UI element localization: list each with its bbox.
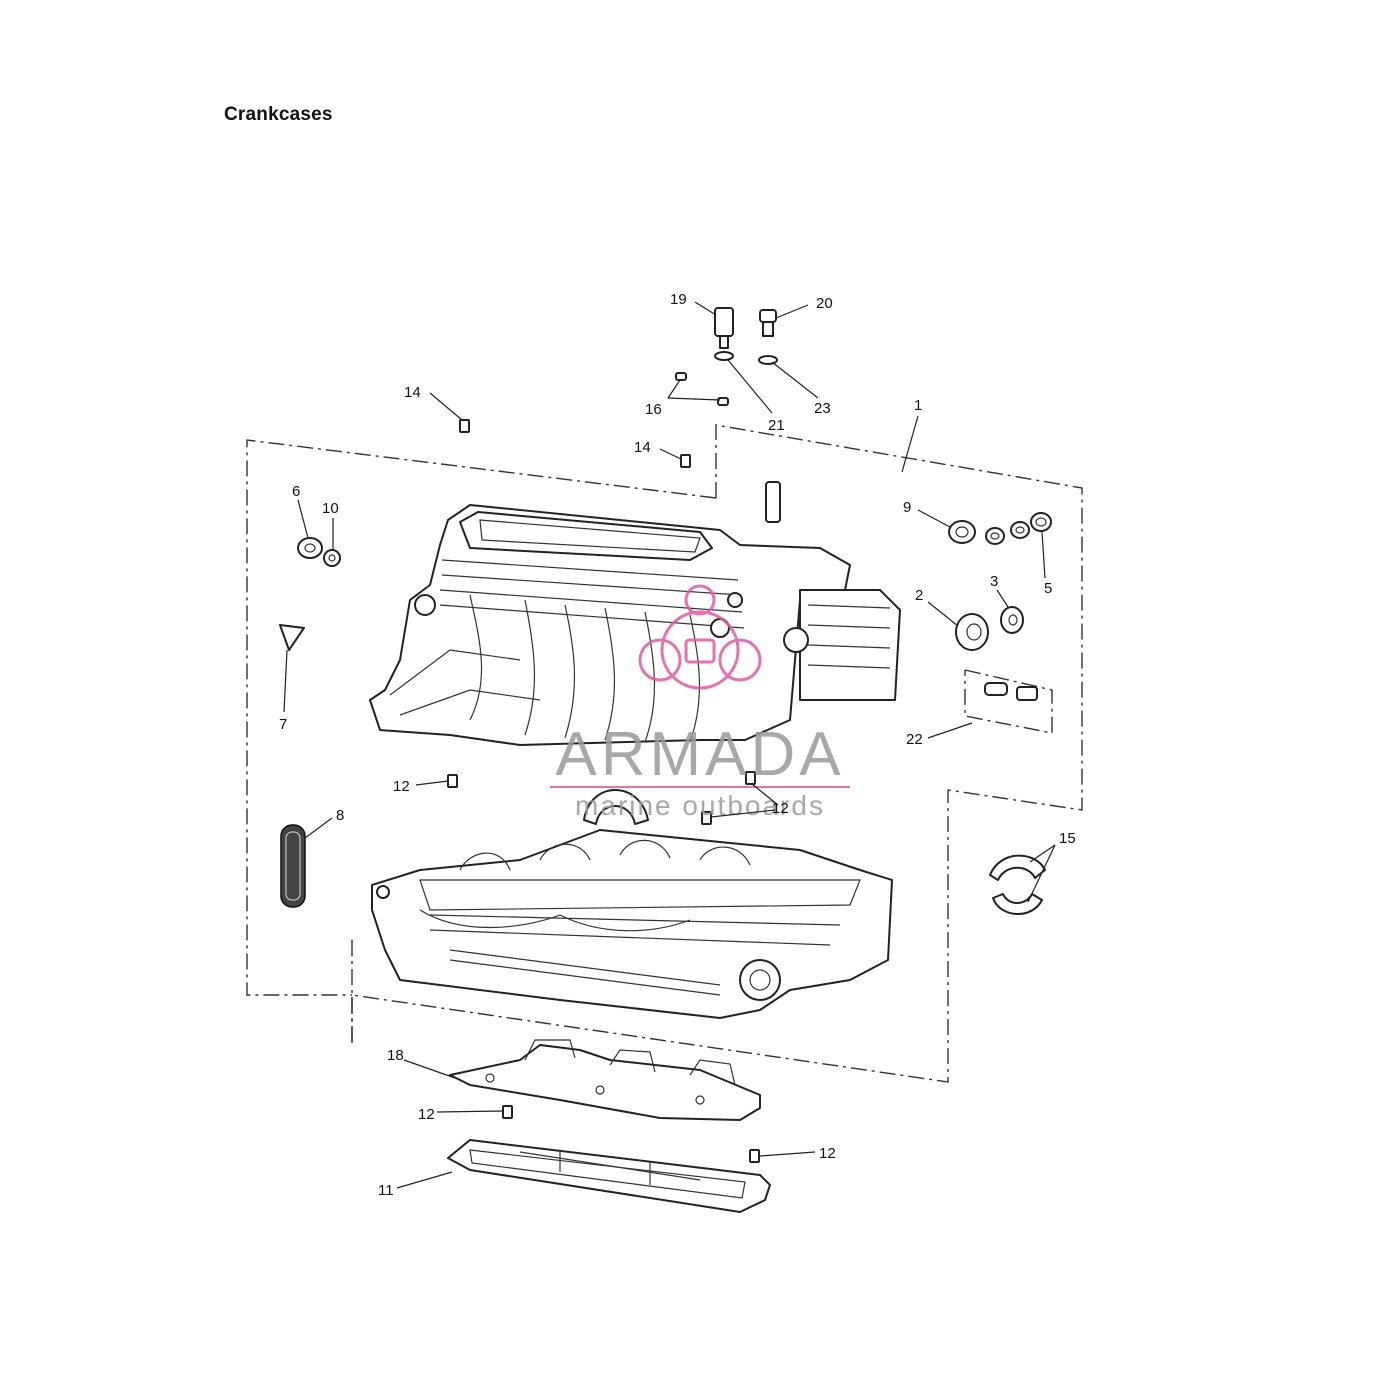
callout-15: 15 bbox=[1059, 830, 1076, 847]
part-12-dowel-c bbox=[701, 811, 712, 825]
callout-3: 3 bbox=[990, 573, 998, 590]
sleeve-tube bbox=[765, 481, 781, 523]
part-22-valve-kit bbox=[964, 669, 1053, 734]
part-9-bearing-set bbox=[948, 520, 1030, 545]
callout-18: 18 bbox=[387, 1047, 404, 1064]
callout-9: 9 bbox=[903, 499, 911, 516]
main-bearing-shell bbox=[583, 789, 649, 825]
part-6-plug bbox=[297, 537, 323, 559]
callout-22: 22 bbox=[906, 731, 923, 748]
callout-6: 6 bbox=[292, 483, 300, 500]
lower-crankcase bbox=[371, 829, 893, 1019]
baffle-plate bbox=[449, 1039, 761, 1121]
part-20-plug bbox=[759, 309, 777, 337]
callout-12-center: 12 bbox=[772, 800, 789, 817]
callout-numbers: 19 20 14 16 21 23 1 14 6 10 9 3 5 2 7 22… bbox=[279, 291, 1076, 1199]
callout-20: 20 bbox=[816, 295, 833, 312]
upper-crankcase bbox=[369, 504, 901, 746]
part-12-dowel-e bbox=[749, 1149, 760, 1163]
part-5-ring bbox=[1030, 512, 1052, 532]
page-title: Crankcases bbox=[224, 104, 333, 125]
part-23-washer bbox=[758, 355, 778, 365]
callout-12-lower-left: 12 bbox=[418, 1106, 435, 1123]
brand-watermark: ARMADA marine outboards bbox=[550, 584, 850, 821]
callout-7: 7 bbox=[279, 716, 287, 733]
part-7-cap bbox=[279, 624, 305, 651]
watermark-tagline: marine outboards bbox=[575, 790, 825, 821]
callout-12-left: 12 bbox=[393, 778, 410, 795]
assembly-boundary-upper bbox=[351, 424, 1083, 1083]
callout-1: 1 bbox=[914, 397, 922, 414]
part-19-sensor bbox=[714, 307, 734, 349]
part-12-dowel-b bbox=[745, 771, 756, 785]
callout-21: 21 bbox=[768, 417, 785, 434]
callout-10: 10 bbox=[322, 500, 339, 517]
part-12-dowel-a bbox=[447, 774, 458, 788]
callout-19: 19 bbox=[670, 291, 687, 308]
part-14-dowel-b bbox=[680, 454, 691, 468]
callout-12-lower-right: 12 bbox=[819, 1145, 836, 1162]
sump-plate bbox=[447, 1139, 771, 1213]
part-21-washer bbox=[714, 351, 734, 361]
part-16-dowel-a bbox=[675, 372, 687, 381]
watermark-brand: ARMADA bbox=[555, 720, 844, 789]
part-8-badge bbox=[280, 824, 306, 908]
callout-14-top: 14 bbox=[404, 384, 421, 401]
part-12-dowel-d bbox=[502, 1105, 513, 1119]
callout-8: 8 bbox=[336, 807, 344, 824]
callout-23: 23 bbox=[814, 400, 831, 417]
callout-14-mid: 14 bbox=[634, 439, 651, 456]
callout-16: 16 bbox=[645, 401, 662, 418]
part-2-oil-seal bbox=[955, 613, 989, 651]
callout-2: 2 bbox=[915, 587, 923, 604]
part-10-seal bbox=[323, 549, 341, 567]
part-16-dowel-b bbox=[717, 397, 729, 406]
part-3-bush bbox=[1000, 606, 1024, 634]
callout-5: 5 bbox=[1044, 580, 1052, 597]
assembly-boundary-left bbox=[246, 439, 717, 996]
leader-lines bbox=[283, 301, 1056, 1189]
callout-11: 11 bbox=[378, 1182, 394, 1199]
part-14-dowel-a bbox=[459, 419, 470, 433]
watermark-logo-icon bbox=[638, 584, 762, 690]
